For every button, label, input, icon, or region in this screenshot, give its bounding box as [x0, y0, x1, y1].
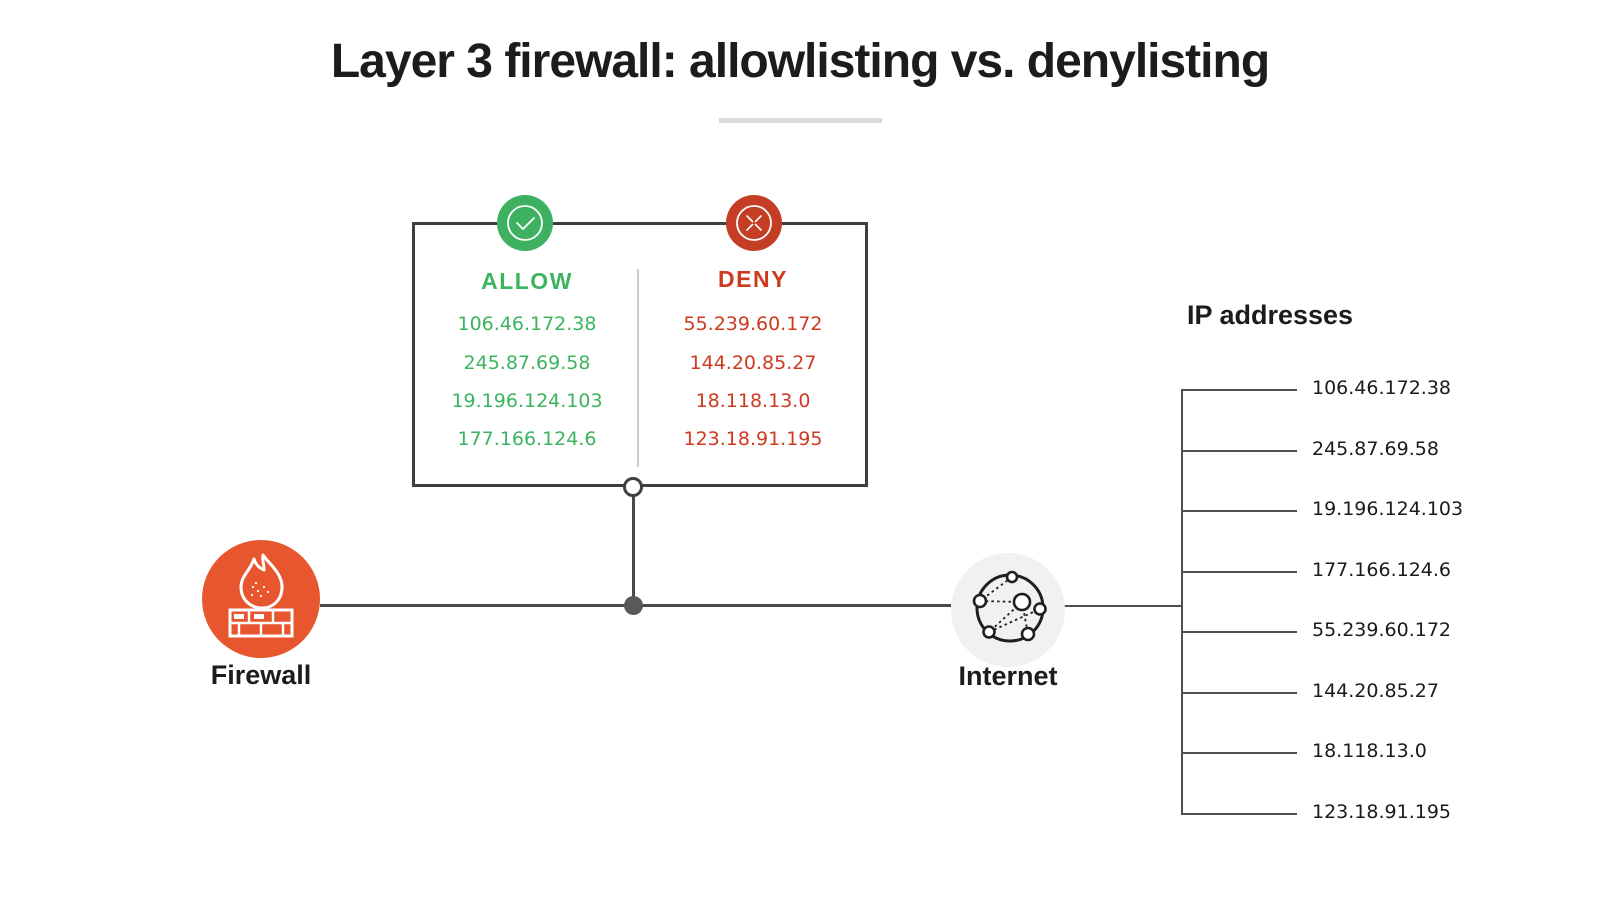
flame-brick-wall-icon [228, 553, 294, 638]
ip-list-bracket [1181, 389, 1183, 815]
ip-list-title: IP addresses [1186, 300, 1354, 330]
ip-list-item: 55.239.60.172 [1312, 619, 1452, 641]
ip-list-item: 123.18.91.195 [1312, 801, 1452, 823]
ip-list-item: 144.20.85.27 [1312, 680, 1439, 702]
internet-iplist-line [1063, 605, 1182, 607]
check-circle-icon [497, 195, 553, 251]
title-underline [719, 118, 882, 123]
rule-box: ALLOW 106.46.172.38 245.87.69.58 19.196.… [412, 222, 868, 487]
deny-ip: 144.20.85.27 [689, 352, 817, 374]
allow-ip: 177.166.124.6 [457, 428, 597, 450]
network-globe-icon [972, 570, 1047, 643]
rulebox-connector-line [632, 488, 635, 606]
ip-list-item: 106.46.172.38 [1312, 377, 1452, 399]
allow-ip: 106.46.172.38 [457, 313, 597, 335]
ip-list-item: 245.87.69.58 [1312, 438, 1439, 460]
deny-ip: 18.118.13.0 [695, 390, 811, 412]
ip-tick [1181, 752, 1297, 754]
column-divider [637, 269, 639, 467]
ip-tick [1181, 450, 1297, 452]
deny-ip: 123.18.91.195 [683, 428, 823, 450]
x-circle-icon [726, 195, 782, 251]
firewall-icon [202, 540, 320, 658]
deny-column-header: DENY [718, 266, 788, 292]
line-junction-dot [624, 596, 643, 615]
ip-tick [1181, 692, 1297, 694]
allow-column-header: ALLOW [481, 268, 573, 294]
rulebox-junction-open-dot [623, 477, 643, 497]
ip-list-item: 177.166.124.6 [1312, 559, 1452, 581]
ip-tick [1181, 389, 1297, 391]
allow-ip: 245.87.69.58 [463, 352, 591, 374]
page-title: Layer 3 firewall: allowlisting vs. denyl… [330, 35, 1270, 88]
x-glyph [736, 205, 772, 241]
ip-tick [1181, 813, 1297, 815]
allow-ip: 19.196.124.103 [451, 390, 603, 412]
deny-ip: 55.239.60.172 [683, 313, 823, 335]
ip-list-item: 18.118.13.0 [1312, 740, 1427, 762]
ip-tick [1181, 510, 1297, 512]
check-glyph [507, 205, 543, 241]
internet-label: Internet [958, 661, 1058, 691]
ip-list-item: 19.196.124.103 [1312, 498, 1464, 520]
internet-icon [951, 553, 1065, 667]
firewall-label: Firewall [210, 660, 312, 690]
ip-tick [1181, 571, 1297, 573]
ip-tick [1181, 631, 1297, 633]
